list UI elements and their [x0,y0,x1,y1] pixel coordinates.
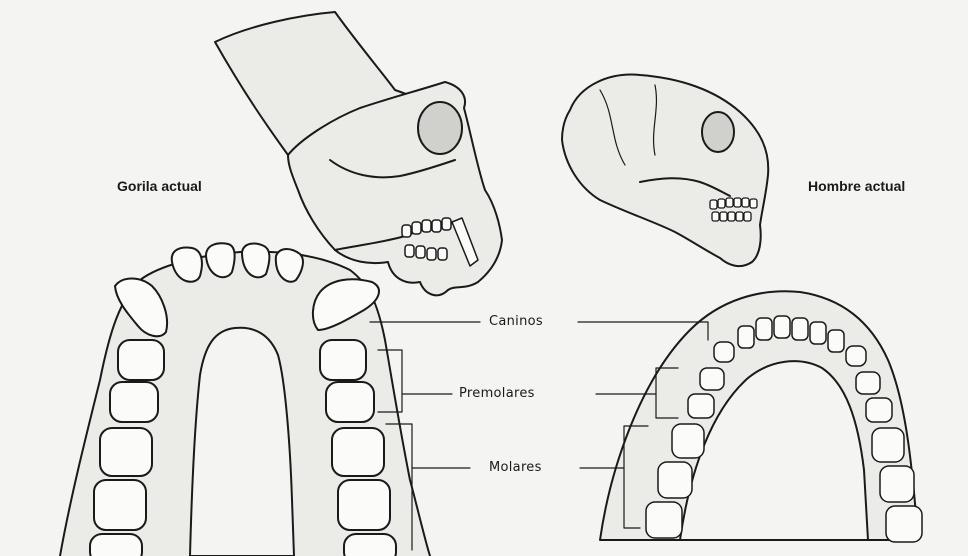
gorilla-title: Gorila actual [117,178,202,194]
human-orbit [702,112,734,152]
human-dental-arch [600,291,922,542]
human-title: Hombre actual [808,178,905,194]
molars-label: Molares [486,460,545,475]
gorilla-dental-arch [60,243,430,556]
gorilla-orbit [418,102,462,154]
human-skull [562,75,768,267]
human-cranium [562,75,768,267]
premolars-label: Premolares [456,386,538,401]
gorilla-arch-inner [190,328,294,556]
canines-label: Caninos [486,314,546,329]
